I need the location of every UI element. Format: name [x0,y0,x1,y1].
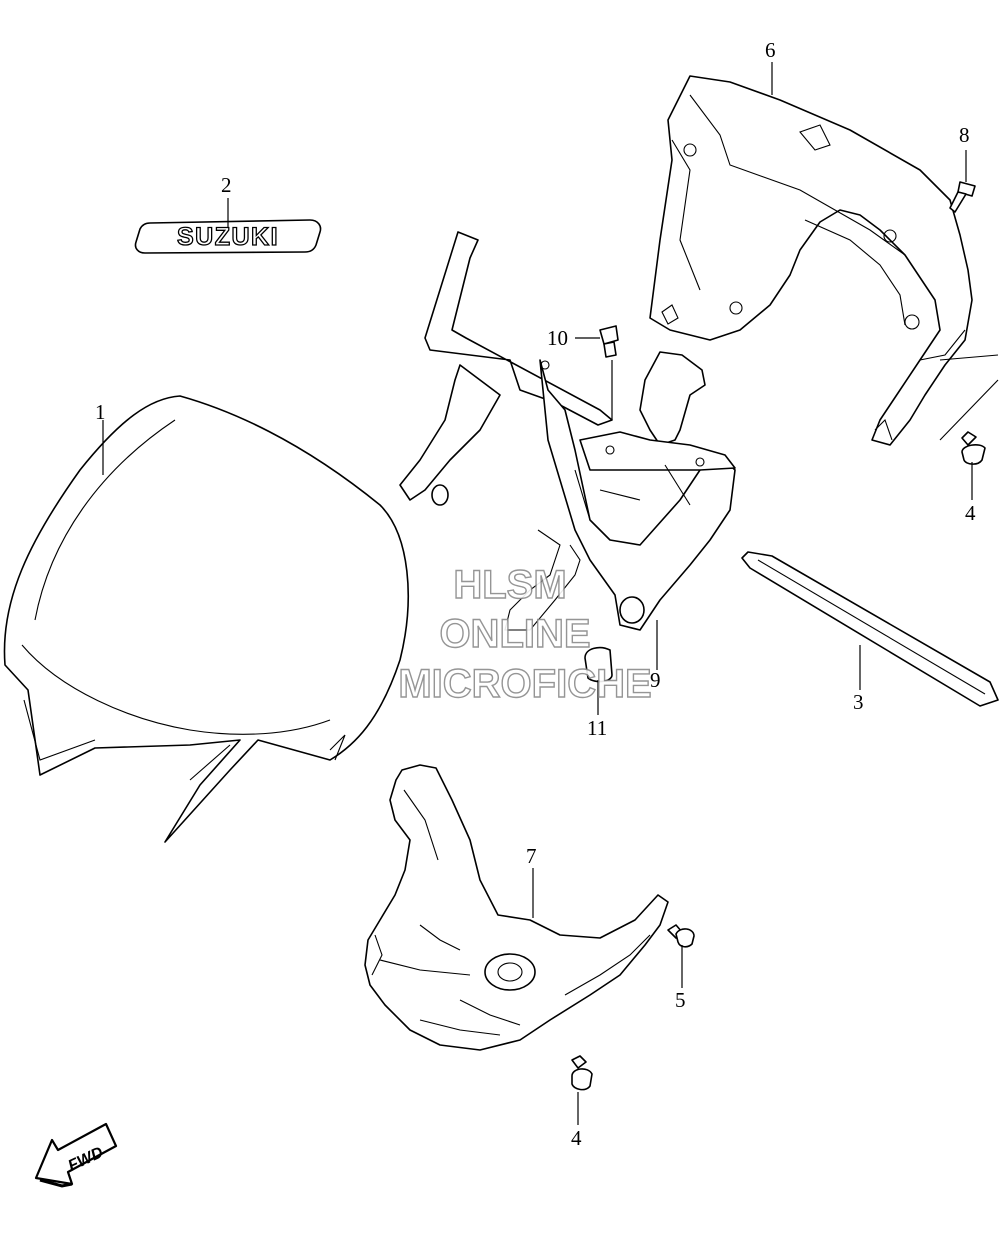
emblem-lettering: SUZUKI [177,223,279,251]
fwd-arrow-icon: FWD [34,1122,118,1188]
callout-4-lower: 4 [571,1126,582,1150]
part-8-screw [949,181,976,213]
part-2-emblem: SUZUKI [134,219,322,254]
callout-11: 11 [587,716,608,740]
callout-8: 8 [959,123,970,147]
callout-9: 9 [650,668,661,692]
part-4-fastener-upper [961,431,986,465]
callout-3: 3 [853,690,864,714]
watermark-line-3: MICROFICHE [398,662,653,706]
leader-lines [102,62,973,1125]
part-9-bracket [399,231,736,631]
watermark-line-1: HLSM [453,563,568,607]
part-10-bolt [599,325,619,358]
part-4-fastener-lower [571,1055,593,1091]
callout-10: 10 [547,326,568,350]
part-11-collar [584,646,613,683]
callout-5: 5 [675,988,686,1012]
watermark-line-2: ONLINE [439,612,592,656]
part-1-cowl [3,395,409,843]
part-6-inner-panel [649,75,999,446]
callout-2: 2 [221,173,232,197]
part-3-seal-strip [741,551,999,707]
part-5-fastener [667,924,695,948]
callout-7: 7 [526,844,537,868]
callout-6: 6 [765,38,776,62]
callout-4-upper: 4 [965,501,976,525]
callout-1: 1 [95,400,106,424]
part-7-lower-cover [364,764,669,1051]
